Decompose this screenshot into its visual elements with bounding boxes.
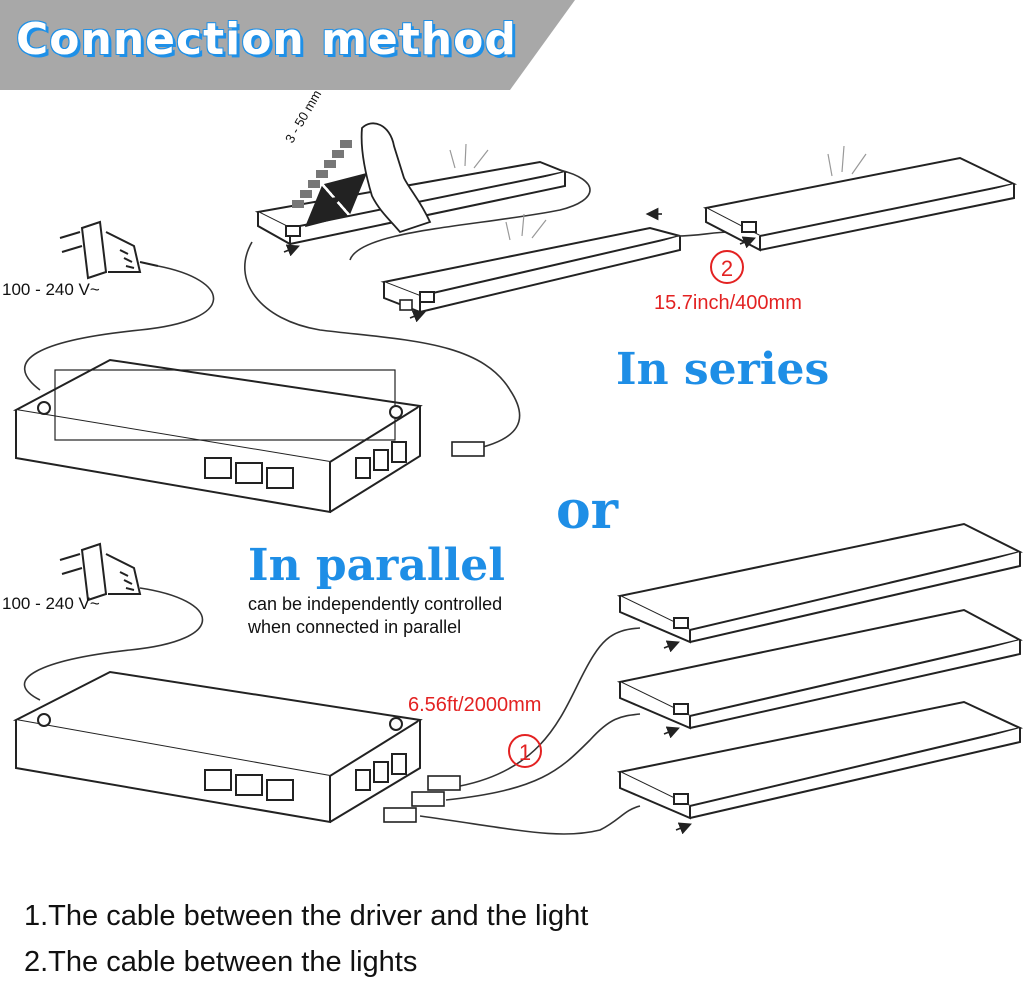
series-marker-circle: 2	[710, 250, 744, 284]
parallel-voltage-label: 100 - 240 V~	[2, 594, 100, 613]
parallel-heading: In parallel	[248, 540, 505, 591]
parallel-light-1	[616, 522, 1023, 644]
hand-icon	[360, 122, 432, 234]
series-length-label: 15.7inch/400mm	[654, 292, 802, 314]
driver-box-top	[12, 358, 423, 514]
plug-cord-top	[24, 265, 215, 391]
driver-box-bottom	[12, 670, 423, 824]
parallel-light-2	[616, 608, 1023, 730]
power-plug-bottom	[59, 542, 142, 602]
note-line-1: 1.The cable between the driver and the l…	[24, 900, 589, 932]
series-heading: In series	[616, 344, 830, 395]
or-divider: or	[556, 480, 619, 541]
parallel-desc-line1: can be independently controlled	[248, 594, 503, 614]
series-voltage-label: 100 - 240 V~	[2, 280, 100, 299]
series-light-3	[703, 156, 1018, 252]
power-plug-top	[59, 220, 159, 280]
parallel-desc-line2: when connected in parallel	[248, 617, 462, 637]
plug-cord-bottom	[23, 587, 204, 701]
parallel-length-label: 6.56ft/2000mm	[408, 694, 542, 716]
parallel-marker-circle: 1	[508, 734, 542, 768]
page-title: Connection method	[16, 14, 517, 65]
series-connector	[451, 441, 485, 457]
parallel-light-3	[616, 700, 1024, 820]
series-driver-cable	[244, 241, 521, 451]
header-band	[0, 0, 575, 90]
series-light-2	[380, 226, 681, 314]
note-line-2: 2.The cable between the lights	[24, 946, 418, 978]
